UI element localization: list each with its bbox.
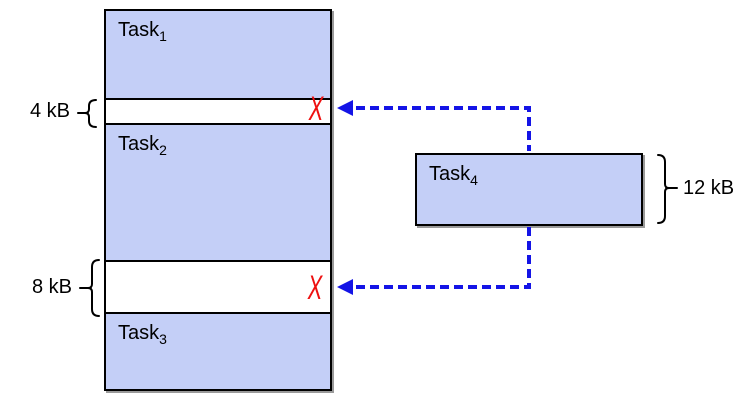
task3-label: Task3 bbox=[118, 322, 167, 347]
task2-label: Task2 bbox=[118, 133, 167, 158]
memory-block-task3: Task3 bbox=[106, 312, 330, 389]
memory-column: Task1 Task2 Task3 bbox=[104, 9, 332, 391]
task4-label: Task4 bbox=[429, 163, 478, 188]
brace-4kb bbox=[77, 99, 97, 128]
brace-12kb bbox=[657, 154, 678, 224]
task1-subscript: 1 bbox=[159, 28, 167, 44]
task4-size-label: 12 kB bbox=[683, 177, 735, 199]
brace-8kb bbox=[79, 259, 100, 317]
arrow-to-8kb-gap bbox=[337, 227, 531, 295]
arrowhead-8kb-icon bbox=[337, 279, 353, 295]
incoming-task4-box: Task4 bbox=[415, 153, 643, 226]
arrow-to-4kb-gap bbox=[337, 100, 531, 151]
reject-x-mark-gap1: X bbox=[308, 90, 324, 128]
task2-subscript: 2 bbox=[159, 142, 167, 158]
gap1-size-label: 4 kB bbox=[29, 100, 70, 122]
task4-subscript: 4 bbox=[470, 172, 478, 188]
gap2-size-label: 8 kB bbox=[31, 276, 72, 298]
reject-x-mark-gap2: X bbox=[307, 269, 323, 307]
memory-block-task2: Task2 bbox=[106, 123, 330, 262]
task3-subscript: 3 bbox=[159, 331, 167, 347]
memory-block-task1: Task1 bbox=[106, 11, 330, 100]
task1-label: Task1 bbox=[118, 19, 167, 44]
arrowhead-4kb-icon bbox=[337, 100, 353, 116]
